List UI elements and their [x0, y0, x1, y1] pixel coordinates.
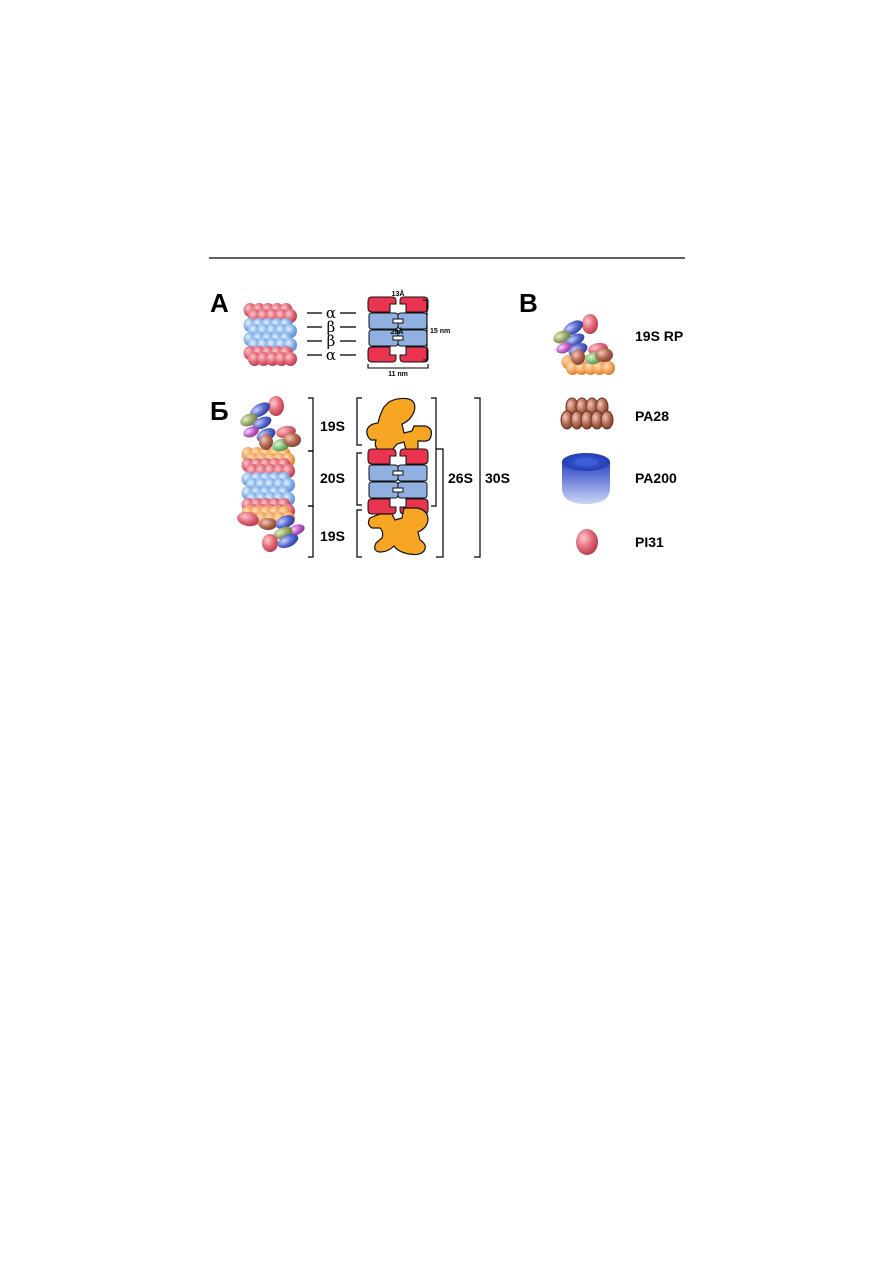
bottom-cap-shape: [367, 507, 429, 556]
rp-subunit: [556, 342, 572, 354]
regulatory-particle-19s-icon: [553, 314, 615, 375]
lid-subunit: [237, 511, 259, 527]
legend-pi31: PI31: [635, 534, 664, 550]
rp-subunit: [571, 349, 585, 365]
rp-subunit: [582, 314, 598, 334]
top-cap-shape: [366, 397, 432, 451]
ring-beta-lower: β: [327, 332, 336, 350]
ring-alpha-top: α: [326, 304, 336, 322]
height-bracket: [423, 299, 428, 361]
component-brackets: [308, 397, 314, 558]
lid-subunit: [277, 533, 299, 549]
pi31-subunit: [262, 534, 278, 552]
legend-pa28: PA28: [635, 408, 669, 424]
assembly-schematic: [366, 397, 432, 556]
lid-subunit: [243, 426, 259, 438]
cap-base-subunit: [602, 361, 615, 375]
width-label: 11 nm: [388, 371, 408, 378]
lid-subunit: [252, 416, 272, 430]
rp-subunit: [595, 348, 613, 362]
pa200-icon: [562, 453, 610, 504]
panel-label-c: В: [519, 288, 538, 318]
ring-labels: α β β α: [307, 304, 356, 364]
core-particle-20s: [243, 303, 297, 366]
ring-beta-upper: β: [327, 318, 336, 336]
legend-pa200: PA200: [635, 470, 677, 486]
alpha-subunit: [257, 352, 270, 366]
lid-subunit: [259, 434, 273, 450]
height-label: 15 nm: [430, 328, 450, 335]
legend-19s-rp: 19S RP: [635, 328, 683, 344]
lid-subunit: [250, 402, 270, 418]
gate-diameter: 13Å: [392, 289, 405, 298]
alpha-subunit: [248, 352, 261, 366]
pa28-icon: [560, 397, 614, 430]
pa28-subunit: [600, 410, 614, 430]
lid-subunit: [275, 515, 295, 529]
assembled-proteasome-30s: [237, 396, 305, 552]
lid-subunit: [283, 433, 301, 447]
pi31-icon: [576, 529, 598, 555]
chamber-diameter: 28Å: [391, 327, 404, 336]
pi31-subunit: [268, 396, 284, 416]
top-cap-label: 19S: [320, 418, 345, 434]
cap-base-subunit: [593, 361, 606, 375]
lid-subunit: [240, 413, 258, 427]
alpha-subunit: [275, 352, 288, 366]
double-capped-label: 30S: [485, 470, 510, 486]
bottom-cap-label: 19S: [320, 528, 345, 544]
alpha-subunit: [284, 352, 297, 366]
core-label: 20S: [320, 470, 345, 486]
panel-label-b: Б: [210, 396, 229, 426]
cap-base-subunit: [584, 361, 597, 375]
schematic-brackets: [356, 397, 481, 558]
alpha-subunit: [266, 352, 279, 366]
single-capped-label: 26S: [448, 470, 473, 486]
lid-subunit: [259, 518, 277, 530]
ring-alpha-bottom: α: [326, 346, 336, 364]
panel-label-a: А: [210, 288, 229, 318]
rp-subunit: [553, 330, 571, 344]
width-bracket: [367, 364, 429, 369]
